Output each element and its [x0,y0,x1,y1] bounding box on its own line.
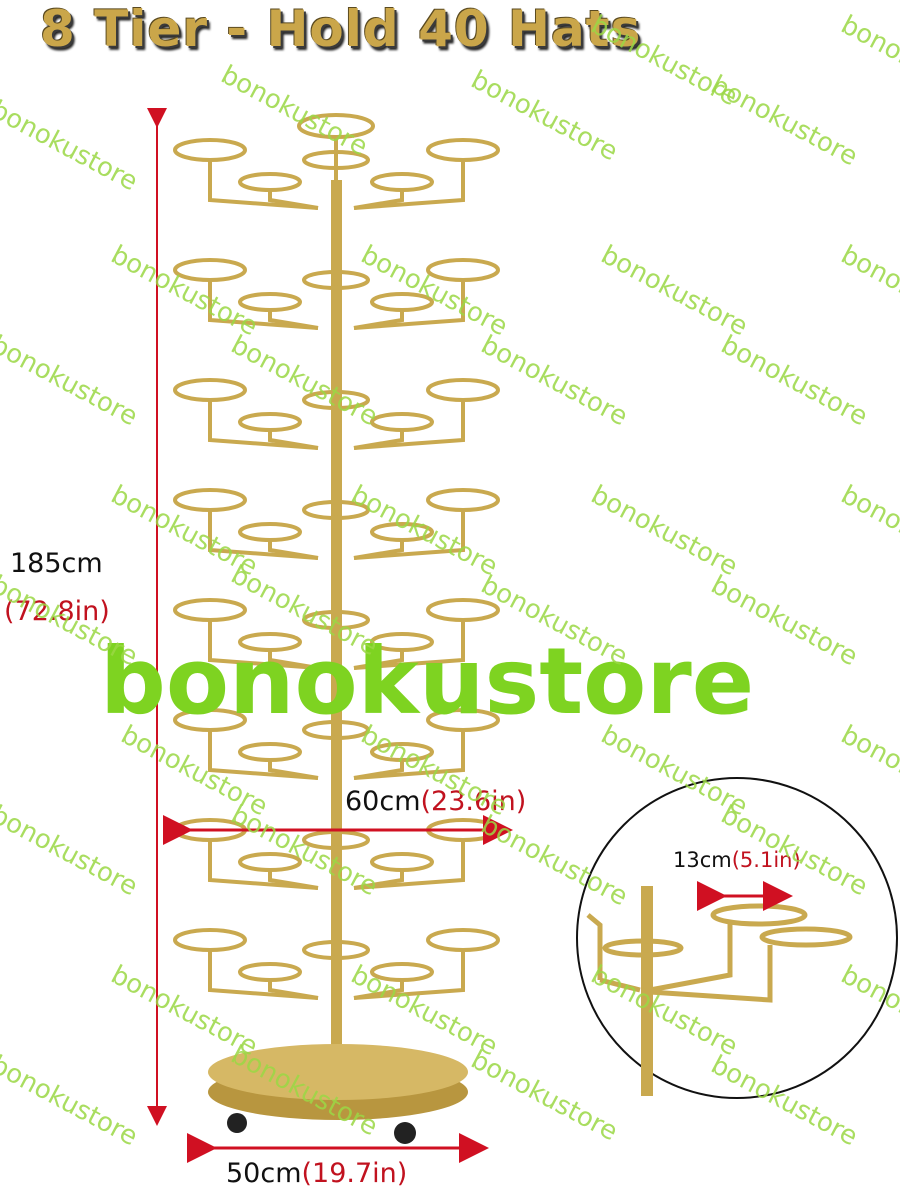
height-cm-label: 185cm [10,548,103,579]
hat-ring [426,488,500,512]
headline: 8 Tier - Hold 40 Hats [40,0,642,58]
hat-ring [238,412,302,432]
hat-ring [426,928,500,952]
hat-ring [302,940,370,960]
hat-ring [302,500,370,520]
hat-ring [238,962,302,982]
tier-1 [173,138,500,210]
tier-arm [208,620,319,670]
caster-left [227,1113,247,1133]
ring-cm: 13cm [673,848,732,872]
tier-arm [353,950,465,1000]
hat-ring [370,852,434,872]
hat-ring [370,412,434,432]
tier-4 [173,488,500,560]
tier-arm [208,730,319,780]
tier-arm [353,840,465,890]
hat-ring [173,598,247,622]
hat-ring [238,522,302,542]
tier-arm [268,980,319,1000]
hat-ring [370,172,434,192]
tier-8 [173,928,500,1000]
tier-arm [353,160,465,210]
tier-arm [268,430,319,450]
tiers [173,138,500,1000]
hat-ring [173,138,247,162]
ring-label: 13cm(5.1in) [673,848,801,872]
tier-arm [268,760,319,780]
hat-ring [173,378,247,402]
base-cm: 50cm [226,1158,302,1189]
caster-right [394,1122,416,1144]
hat-ring [173,928,247,952]
hat-ring [302,150,370,170]
hat-ring [302,720,370,740]
tier-3 [173,378,500,450]
base-in: (19.7in) [301,1158,408,1189]
hat-ring [302,610,370,630]
hat-ring [238,742,302,762]
hat-ring [173,488,247,512]
tier-arm [208,280,319,330]
tier-arm [208,950,319,1000]
center-pole [331,180,342,1050]
base-top [208,1044,468,1100]
tier-2 [173,258,500,330]
width-label: 60cm(23.6in) [345,786,526,817]
tier-6 [173,708,500,780]
width-cm: 60cm [345,786,421,817]
width-in: (23.6in) [420,786,527,817]
tier-arm [353,730,465,780]
tier-arm [208,510,319,560]
height-in-label: (72.8in) [4,596,110,627]
tier-arm [268,540,319,560]
hat-ring [302,390,370,410]
base-label: 50cm(19.7in) [226,1158,407,1189]
hat-ring [302,270,370,290]
tier-arm [268,870,319,890]
hat-ring [238,172,302,192]
tier-arm [208,160,319,210]
hat-ring [426,138,500,162]
tier-arm [353,400,465,450]
tier-arm [353,280,465,330]
hat-ring [426,378,500,402]
tier-arm [353,620,465,670]
tier-5 [173,598,500,670]
tier-arm [268,650,319,670]
ring-in: (5.1in) [731,848,801,872]
big-watermark: bonokustore [100,628,755,735]
tier-arm [268,190,319,210]
tier-arm [353,510,465,560]
tier-arm [268,310,319,330]
tier-arm [208,840,319,890]
detail-inset [576,777,898,1099]
tier-arm [208,400,319,450]
